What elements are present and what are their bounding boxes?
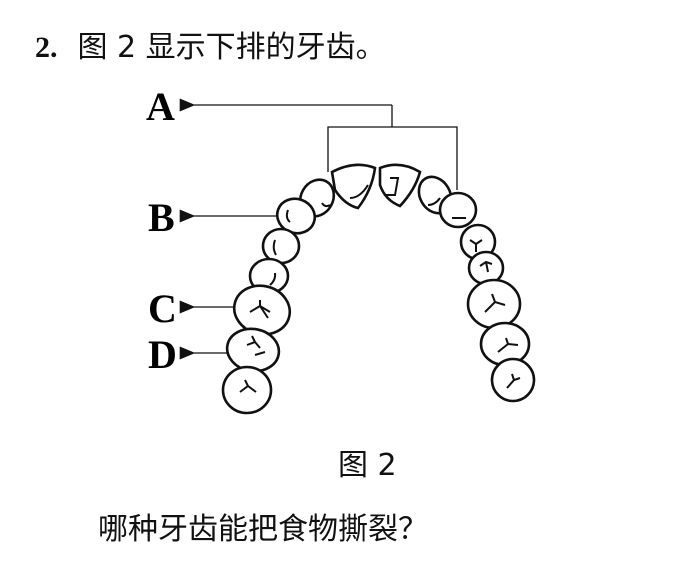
tooth: [438, 191, 478, 229]
question-title: 2. 图 2 显示下排的牙齿。: [35, 22, 386, 66]
tooth-incisor: [378, 163, 422, 208]
tooth-molar: [479, 321, 531, 367]
tooth-molar: [221, 365, 273, 415]
question-number: 2.: [35, 31, 58, 64]
tooth-incisor: [330, 163, 377, 210]
figure-caption: 图 2: [338, 448, 397, 483]
label-a: A: [146, 84, 175, 129]
label-d: D: [148, 332, 177, 377]
question-prompt: 哪种牙齿能把食物撕裂？: [98, 512, 428, 547]
label-b: B: [148, 195, 175, 240]
question-text: 图 2 显示下排的牙齿。: [77, 30, 386, 65]
label-c: C: [148, 286, 177, 331]
